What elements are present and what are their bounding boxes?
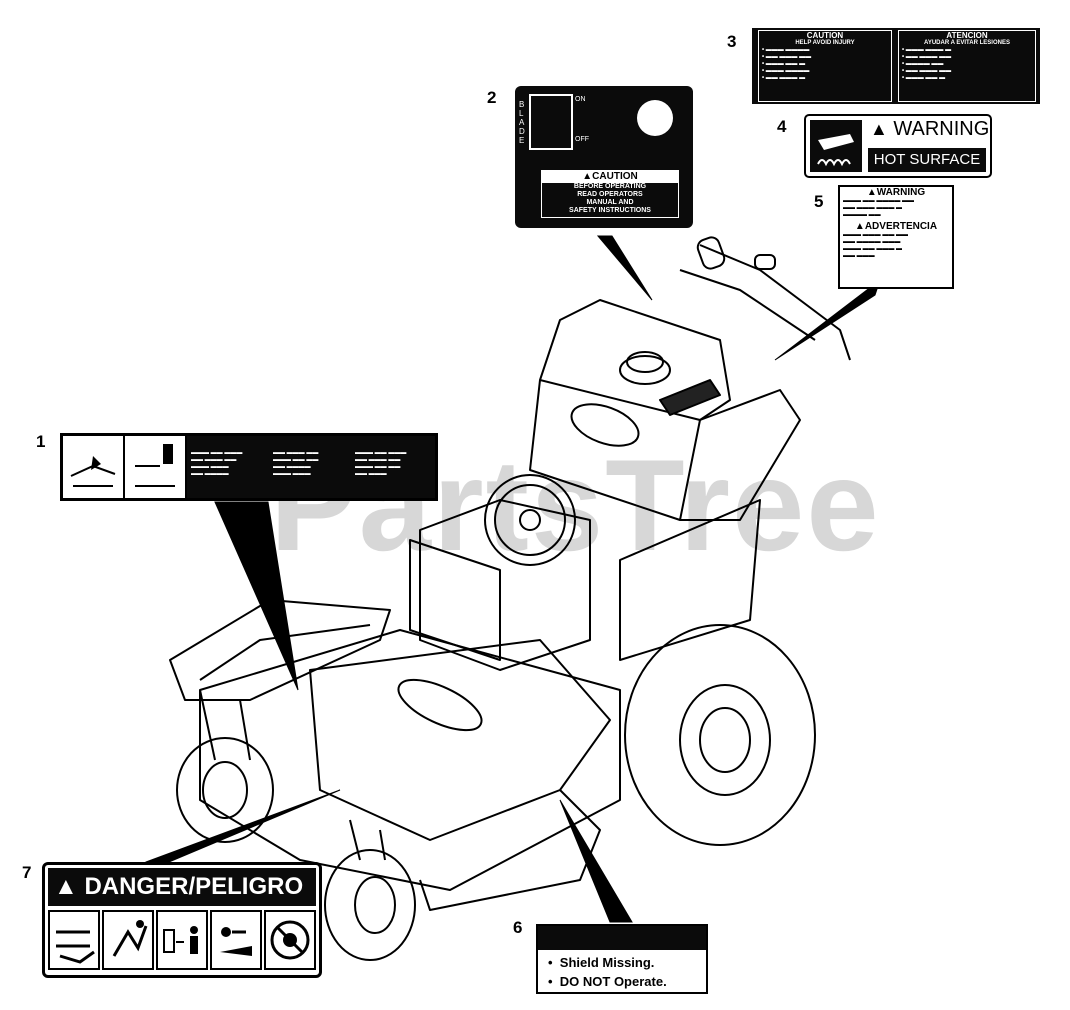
ignition-icon	[637, 100, 673, 136]
callout-1: 1	[36, 432, 46, 451]
callout-3: 3	[727, 32, 737, 51]
cut-hazard-icon	[125, 436, 187, 498]
blade-label: BLADE	[519, 100, 525, 145]
decal-4-hot-surface: ▲ WARNING HOT SURFACE	[804, 114, 992, 178]
on-label: ON	[575, 96, 586, 103]
decal-6-shield-missing: • Shield Missing. • DO NOT Operate.	[536, 924, 708, 994]
caution-line-3: MANUAL AND	[586, 199, 634, 206]
caution-header: ▲CAUTION	[542, 171, 678, 183]
caution-line-1: BEFORE OPERATING	[573, 183, 647, 190]
callout-5: 5	[814, 192, 824, 211]
off-label: OFF	[575, 136, 589, 143]
caution-subtitle: HELP AVOID INJURY	[795, 40, 855, 46]
hot-surface-label: HOT SURFACE	[868, 148, 986, 172]
danger-header: ▲ DANGER/PELIGRO	[48, 868, 316, 906]
callout-7: 7	[22, 863, 32, 882]
warning-triangle-icon: ▲	[54, 873, 78, 900]
shield-missing-line: • Shield Missing.	[548, 955, 655, 970]
callout-6: 6	[513, 918, 523, 937]
decal-2-blade-switch: BLADE ON OFF ▲CAUTION BEFORE OPERATING R…	[515, 86, 693, 228]
decal-7-danger-peligro: ▲ DANGER/PELIGRO	[42, 862, 322, 978]
decal-3-caution-atencion: CAUTION HELP AVOID INJURY • ▬▬▬ ▬▬▬▬• ▬▬…	[752, 28, 1040, 104]
callout-4: 4	[777, 117, 787, 136]
warning-heading: ▲ WARNING	[870, 118, 990, 140]
advertencia-title: ▲ADVERTENCIA	[854, 221, 938, 232]
atencion-subtitle: AYUDAR A EVITAR LESIONES	[924, 40, 1010, 46]
atencion-title: ATENCION	[946, 31, 988, 40]
warning-triangle-icon: ▲	[866, 187, 877, 198]
caution-line-4: SAFETY INSTRUCTIONS	[569, 207, 651, 214]
hot-hand-icon	[810, 120, 862, 172]
warning-triangle-icon: ▲	[870, 119, 888, 139]
thrown-object-icon	[102, 910, 154, 970]
bystander-icon	[156, 910, 208, 970]
key-removal-icon	[210, 910, 262, 970]
cut-hazard-icon	[48, 910, 100, 970]
callout-2: 2	[487, 88, 497, 107]
decal-5-warning-advertencia: ▲WARNING ▬▬▬ ▬▬ ▬▬▬▬ ▬▬▬▬ ▬▬▬ ▬▬▬ ▬▬▬▬▬ …	[838, 185, 954, 289]
hand-icon	[63, 436, 125, 498]
no-entry-icon	[264, 910, 316, 970]
decal-1-discharge-warning: ▬▬▬ ▬▬ ▬▬▬▬▬ ▬▬▬ ▬▬▬▬▬ ▬▬▬▬▬ ▬▬▬▬ ▬▬ ▬▬▬…	[60, 433, 438, 501]
warning-title-5: ▲WARNING	[866, 187, 926, 198]
caution-title: CAUTION	[806, 31, 844, 40]
do-not-operate-line: • DO NOT Operate.	[548, 974, 667, 989]
warning-triangle-icon: ▲	[582, 171, 593, 182]
warning-triangle-icon: ▲	[854, 221, 865, 232]
caution-line-2: READ OPERATORS	[577, 191, 643, 198]
switch-box	[529, 94, 573, 150]
